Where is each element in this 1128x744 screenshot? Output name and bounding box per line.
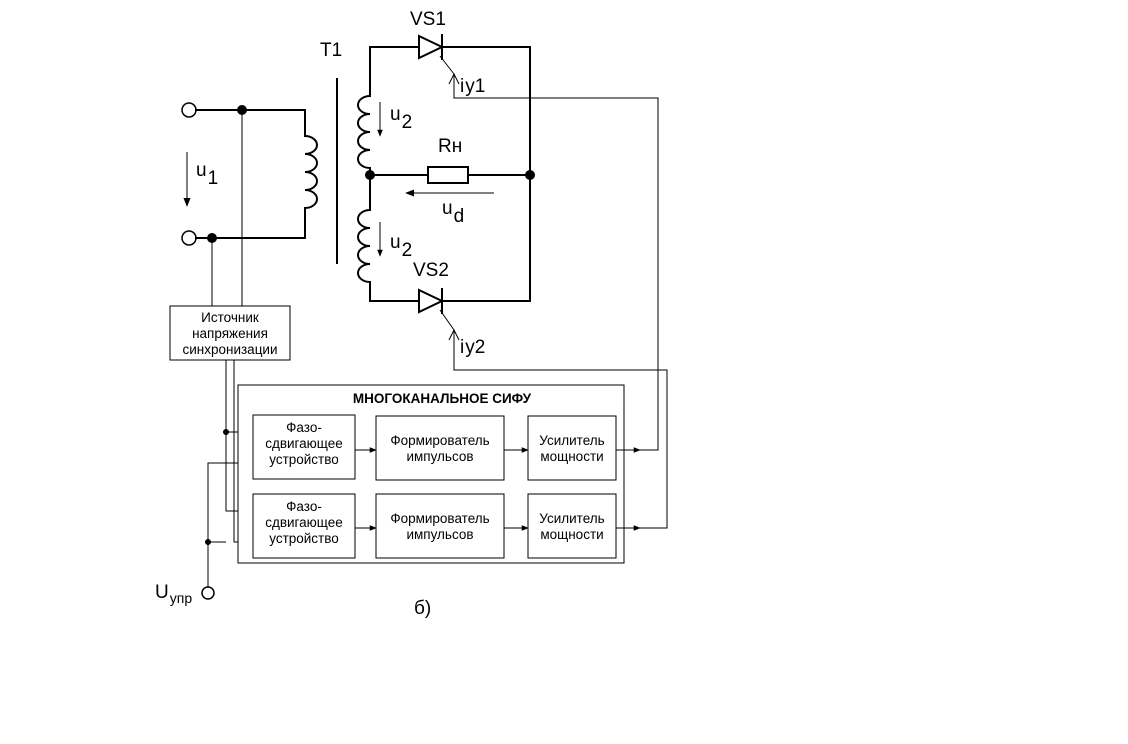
pulse-former-1-line-2: импульсов [406,449,473,464]
sync-source-box [169,305,291,361]
power-amplifier-1 [527,415,617,481]
pulse-former-1-line-1: Формирователь [390,433,489,448]
vs1-label: VS1 [410,9,446,30]
load-label: Rн [438,136,462,157]
transformer-label: T1 [320,40,342,61]
primary-circuit: u1 [181,102,318,306]
iy2-label: iy2 [460,337,485,358]
sifu-title: МНОГОКАНАЛЬНОЕ СИФУ [353,391,532,406]
u2-upper-label: u2 [390,104,412,133]
phase-shifter-1-line-1: Фазо- [286,420,322,435]
control-input-terminal [201,586,215,600]
pulse-former-2 [375,493,505,559]
phase-shifter-1-line-2: сдвигающее [265,436,343,451]
control-voltage-label: Uупр [155,582,192,606]
u2-lower-label: u2 [390,232,412,261]
phase-shifter-2-line-3: устройство [269,531,339,546]
figure-label: б) [414,598,431,619]
vs2-label: VS2 [413,260,449,281]
sync-source-line-1: Источник [201,310,259,325]
ud-label: ud [442,198,464,227]
phase-shifter-2 [252,493,356,559]
phase-shifter-2-line-2: сдвигающее [265,515,343,530]
pulse-former-1 [375,415,505,481]
secondary-winding-lower [357,209,371,283]
pulse-former-2-line-1: Формирователь [390,511,489,526]
power-amplifier-2-line-1: Усилитель [539,511,604,526]
phase-shifter-2-line-1: Фазо- [286,499,322,514]
input-terminal-bottom [181,230,197,246]
u1-label: u1 [196,160,218,189]
power-amplifier-1-line-2: мощности [540,449,603,464]
thyristor-vs1 [418,34,659,451]
input-terminal-top [181,102,197,118]
load-resistor [427,166,469,184]
primary-winding [304,135,318,209]
sync-source-line-2: напряжения [192,326,268,341]
power-amplifier-2 [527,493,617,559]
pulse-former-2-line-2: импульсов [406,527,473,542]
iy1-label: iy1 [460,76,485,97]
sync-source-line-3: синхронизации [182,342,277,357]
power-amplifier-1-line-1: Усилитель [539,433,604,448]
secondary-winding-upper [357,95,371,169]
secondary-circuit: u2 u2 VS1 iy1 VS2 iy2 Rн ud [357,9,668,529]
phase-shifter-1-line-3: устройство [269,452,339,467]
thyristor-vs2 [418,174,668,529]
phase-shifter-1 [252,414,356,480]
power-amplifier-2-line-2: мощности [540,527,603,542]
